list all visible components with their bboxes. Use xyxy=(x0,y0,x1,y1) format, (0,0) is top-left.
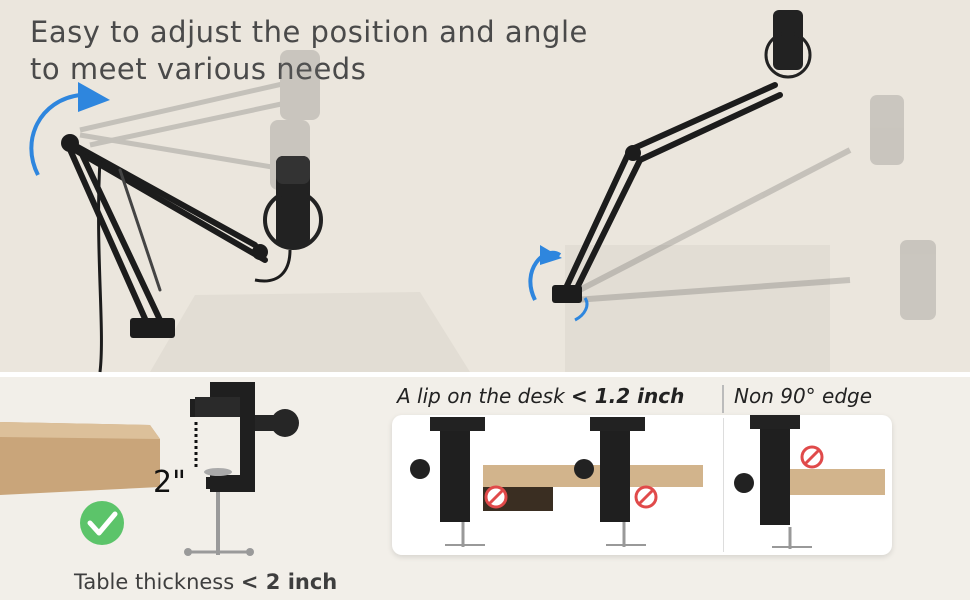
mic-cable xyxy=(97,159,103,373)
examples-card-separator xyxy=(723,418,724,552)
rotate-arrow-icon-right xyxy=(528,250,562,301)
edge-caption: Non 90° edge xyxy=(734,384,873,408)
desk-board-3 xyxy=(785,469,885,495)
right-boom-arm-illustration xyxy=(528,10,936,372)
lip-caption: A lip on the desk < 1.2 inch xyxy=(397,384,684,408)
arm-joint-top xyxy=(61,134,79,152)
headline-line-2: to meet various needs xyxy=(30,52,367,86)
headline-line-1: Easy to adjust the position and angle xyxy=(30,15,588,49)
panel-divider xyxy=(0,372,970,377)
clamp-height-label: 2" xyxy=(153,465,186,500)
table-thickness-label: Table thickness < 2 inch xyxy=(74,570,337,594)
rotate-arrowhead-icon xyxy=(78,82,110,112)
desk-surface-right xyxy=(565,245,830,372)
arm-base-clamp-right xyxy=(552,285,582,303)
rotate-arrow-icon xyxy=(29,93,81,176)
shock-mount xyxy=(263,190,323,250)
clamp-diagram xyxy=(0,382,299,556)
table-thickness-value: < 2 inch xyxy=(240,570,338,594)
lip-caption-value: < 1.2 inch xyxy=(571,384,685,408)
table-thickness-prefix: Table thickness xyxy=(74,570,241,594)
table-slab xyxy=(0,422,160,495)
main-arm-left xyxy=(62,137,268,333)
left-boom-arm-illustration xyxy=(29,50,470,373)
desk-board-1 xyxy=(483,465,703,487)
arm-base-clamp xyxy=(130,318,175,338)
microphone-right xyxy=(773,10,803,70)
clamp-knob xyxy=(271,409,299,437)
desk-surface xyxy=(150,292,470,372)
check-circle-icon xyxy=(80,501,124,545)
lip-caption-prefix: A lip on the desk xyxy=(397,384,572,408)
arm-joint-end xyxy=(252,244,268,260)
lip-examples xyxy=(410,415,885,549)
main-arm-right xyxy=(562,82,783,295)
caption-separator xyxy=(722,385,724,413)
ghost-arm-right xyxy=(568,95,936,320)
